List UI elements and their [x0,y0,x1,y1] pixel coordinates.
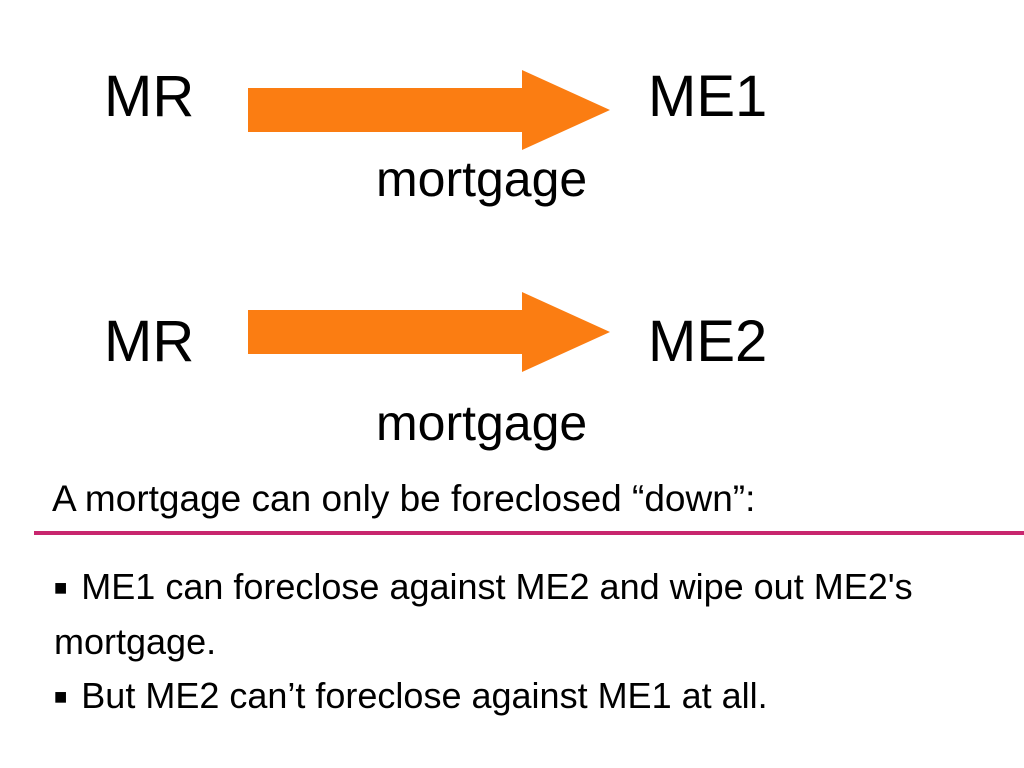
square-bullet-icon: ■ [54,575,68,600]
arrow-shape [248,70,610,150]
source-node-mr-1: MR [104,64,195,129]
bullet-text: ME1 can foreclose against ME2 and wipe o… [54,566,913,662]
bullet-list: ■ME1 can foreclose against ME2 and wipe … [54,560,1019,724]
edge-label-mortgage-2: mortgage [376,395,588,451]
heading-divider [34,531,1024,535]
square-bullet-icon: ■ [54,684,68,709]
target-node-me1: ME1 [648,64,768,129]
slide-heading: A mortgage can only be foreclosed “down”… [52,478,756,519]
target-node-me2: ME2 [648,309,768,374]
arrow-shape [248,292,610,372]
arrow-right-icon [248,70,610,150]
bullet-text: But ME2 can’t foreclose against ME1 at a… [81,675,768,716]
edge-label-mortgage-1: mortgage [376,151,588,207]
bullet-item: ■ME1 can foreclose against ME2 and wipe … [54,560,1019,669]
source-node-mr-2: MR [104,309,195,374]
bullet-item: ■ But ME2 can’t foreclose against ME1 at … [54,669,1019,724]
arrow-right-icon [248,292,610,372]
